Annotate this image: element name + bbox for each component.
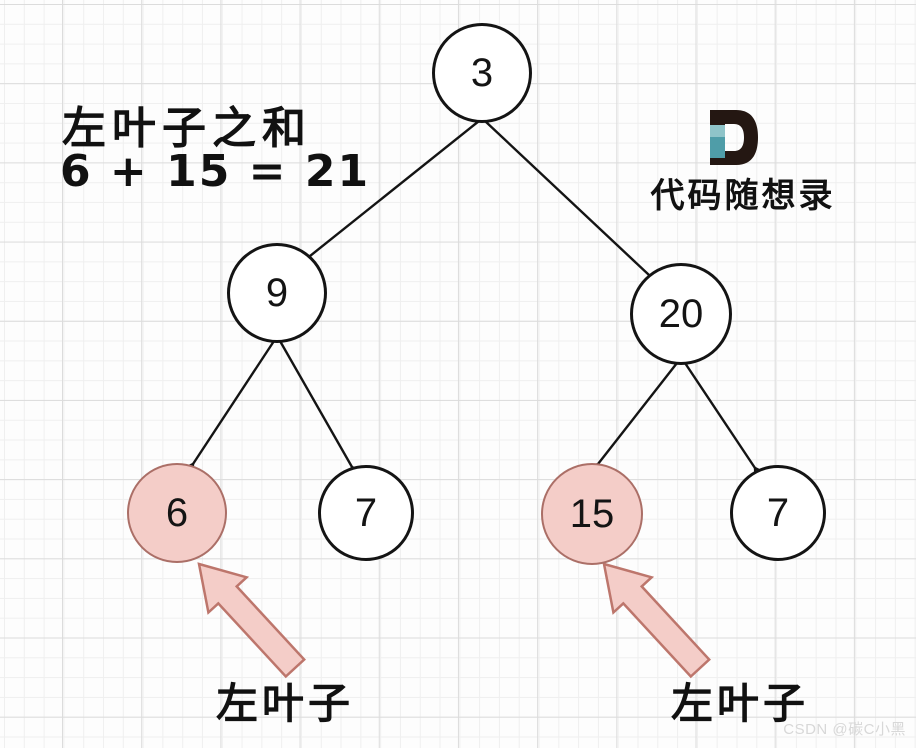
tree-node-root-3: 3 [432,23,532,123]
csdn-watermark: CSDN @碳C小黑 [783,721,906,738]
node-value: 6 [165,490,189,535]
node-value: 3 [470,50,494,95]
tree-node-6-left-leaf: 6 [127,463,227,563]
logo-d-icon [710,110,758,165]
node-value: 7 [354,490,378,535]
node-value: 7 [766,490,790,535]
edge-20-to-7 [684,362,769,482]
tree-node-7-left-subtree: 7 [318,465,414,561]
tree-node-9: 9 [227,243,327,343]
highlight-arrow-left-leaf-6 [197,562,306,679]
node-value: 15 [569,491,615,536]
left-leaf-caption-1: 左叶子 [215,679,354,728]
logo-site-name: 代码随想录 [650,176,836,216]
highlight-arrow-left-leaf-15 [602,562,711,679]
tree-node-7-right-subtree: 7 [730,465,826,561]
node-value: 9 [265,270,289,315]
tree-node-15-left-leaf: 15 [541,463,643,565]
edge-9-to-7 [278,340,365,481]
edge-3-to-20 [484,120,650,276]
edge-3-to-9 [309,120,480,257]
edge-20-to-15 [584,362,678,478]
title-sum-equation: 6 + 15 = 21 [60,146,371,197]
node-value: 20 [658,291,704,336]
title-sum-of-left-leaves: 左叶子之和 [62,103,312,154]
tree-node-20: 20 [630,263,732,365]
edge-9-to-6 [180,340,276,478]
left-leaf-caption-2: 左叶子 [670,679,809,728]
